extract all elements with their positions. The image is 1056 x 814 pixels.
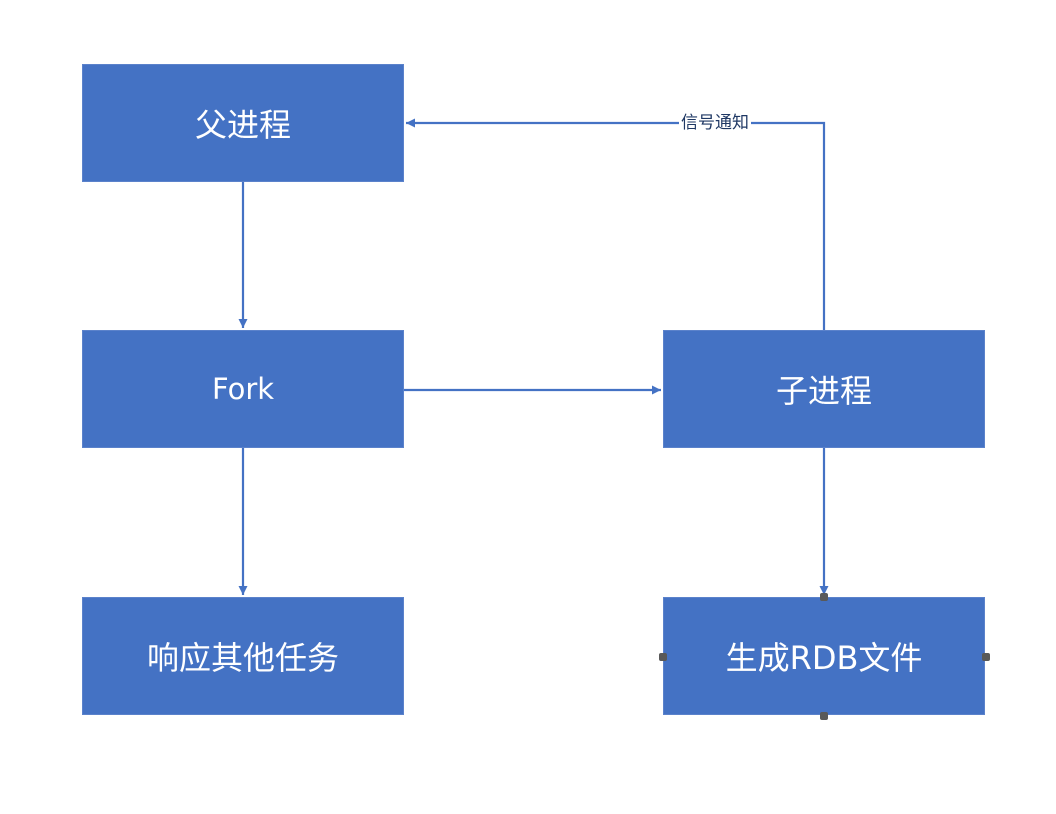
selection-handle-left[interactable] [659,653,667,661]
node-child-label: 子进程 [775,372,872,410]
node-generate-rdb-file[interactable]: 生成RDB文件 [663,597,985,715]
edge-label-signal: 信号通知 [679,112,751,134]
selection-handle-right[interactable] [982,653,990,661]
node-other-tasks[interactable]: 响应其他任务 [82,597,404,715]
node-child-process[interactable]: 子进程 [663,330,985,448]
edge-child-signal-to-parent [406,118,826,330]
node-parent-process[interactable]: 父进程 [82,64,404,182]
node-parent-label: 父进程 [194,106,291,144]
selection-handle-bottom[interactable] [820,712,828,720]
node-other-tasks-label: 响应其他任务 [146,639,339,677]
node-fork-label: Fork [211,372,275,406]
selection-handle-top[interactable] [820,593,828,601]
node-fork[interactable]: Fork [82,330,404,448]
node-rdb-label: 生成RDB文件 [725,639,923,677]
